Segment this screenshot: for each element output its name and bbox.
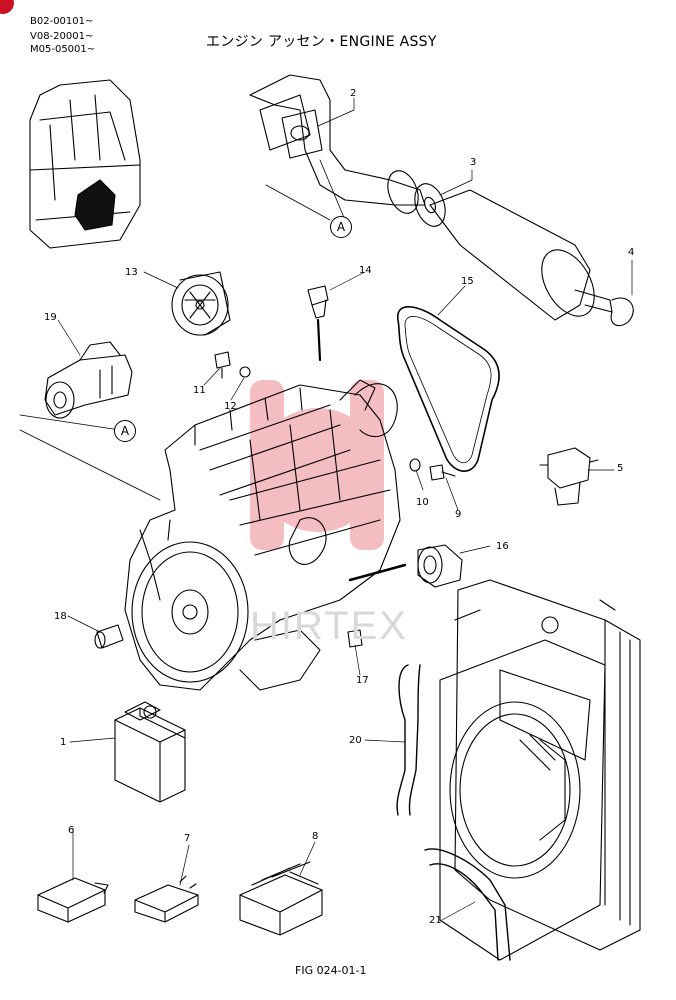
thermostat xyxy=(307,285,329,319)
part-number-19[interactable]: 19 xyxy=(44,312,57,323)
page-title: エンジン アッセン・ENGINE ASSY xyxy=(206,34,437,50)
serial-range-2: V08-20001~ xyxy=(30,31,94,42)
figure-number: FIG 024-01-1 xyxy=(295,964,367,977)
part-number-5[interactable]: 5 xyxy=(617,463,624,474)
oil-filter xyxy=(417,544,463,588)
part-number-10[interactable]: 10 xyxy=(416,497,429,508)
watermark-logo xyxy=(250,380,384,550)
radiator xyxy=(439,579,641,961)
leader-lines xyxy=(57,97,633,921)
part-number-8[interactable]: 8 xyxy=(312,831,319,842)
part-number-16[interactable]: 16 xyxy=(496,541,509,552)
exhaust-pipe xyxy=(249,74,446,227)
part-number-11[interactable]: 11 xyxy=(193,385,206,396)
part-number-1[interactable]: 1 xyxy=(60,737,67,748)
part-number-3[interactable]: 3 xyxy=(470,157,477,168)
timer-unit xyxy=(134,875,199,923)
oil-can xyxy=(114,701,186,803)
part-number-20[interactable]: 20 xyxy=(349,735,362,746)
part-number-14[interactable]: 14 xyxy=(359,265,372,276)
serial-range-1: B02-00101~ xyxy=(30,16,94,27)
lower-hose xyxy=(424,848,511,961)
part-number-4[interactable]: 4 xyxy=(628,247,635,258)
upper-hose xyxy=(396,664,421,816)
part-number-17[interactable]: 17 xyxy=(356,675,369,686)
part-number-9[interactable]: 9 xyxy=(455,509,462,520)
reference-callout-a[interactable]: A xyxy=(114,420,136,442)
starter-motor xyxy=(44,341,133,419)
engine-block xyxy=(124,379,401,691)
part-number-2[interactable]: 2 xyxy=(350,88,357,99)
alternator xyxy=(171,271,231,336)
muffler xyxy=(429,189,634,327)
machine-thumbnail xyxy=(29,79,141,249)
relay-box xyxy=(37,877,109,923)
part-number-13[interactable]: 13 xyxy=(125,267,138,278)
part-number-18[interactable]: 18 xyxy=(54,611,67,622)
fuel-filter xyxy=(539,447,599,506)
serial-range-3: M05-05001~ xyxy=(30,44,96,55)
part-number-12[interactable]: 12 xyxy=(224,401,237,412)
small-parts xyxy=(94,351,456,649)
part-number-7[interactable]: 7 xyxy=(184,833,191,844)
fan-belt xyxy=(397,306,500,472)
part-number-15[interactable]: 15 xyxy=(461,276,474,287)
part-number-21[interactable]: 21 xyxy=(429,915,442,926)
part-number-6[interactable]: 6 xyxy=(68,825,75,836)
corner-marker xyxy=(0,0,14,14)
regulator xyxy=(239,861,323,936)
reference-callout-a[interactable]: A xyxy=(330,216,352,238)
watermark-text: HIRTEX xyxy=(250,604,408,648)
